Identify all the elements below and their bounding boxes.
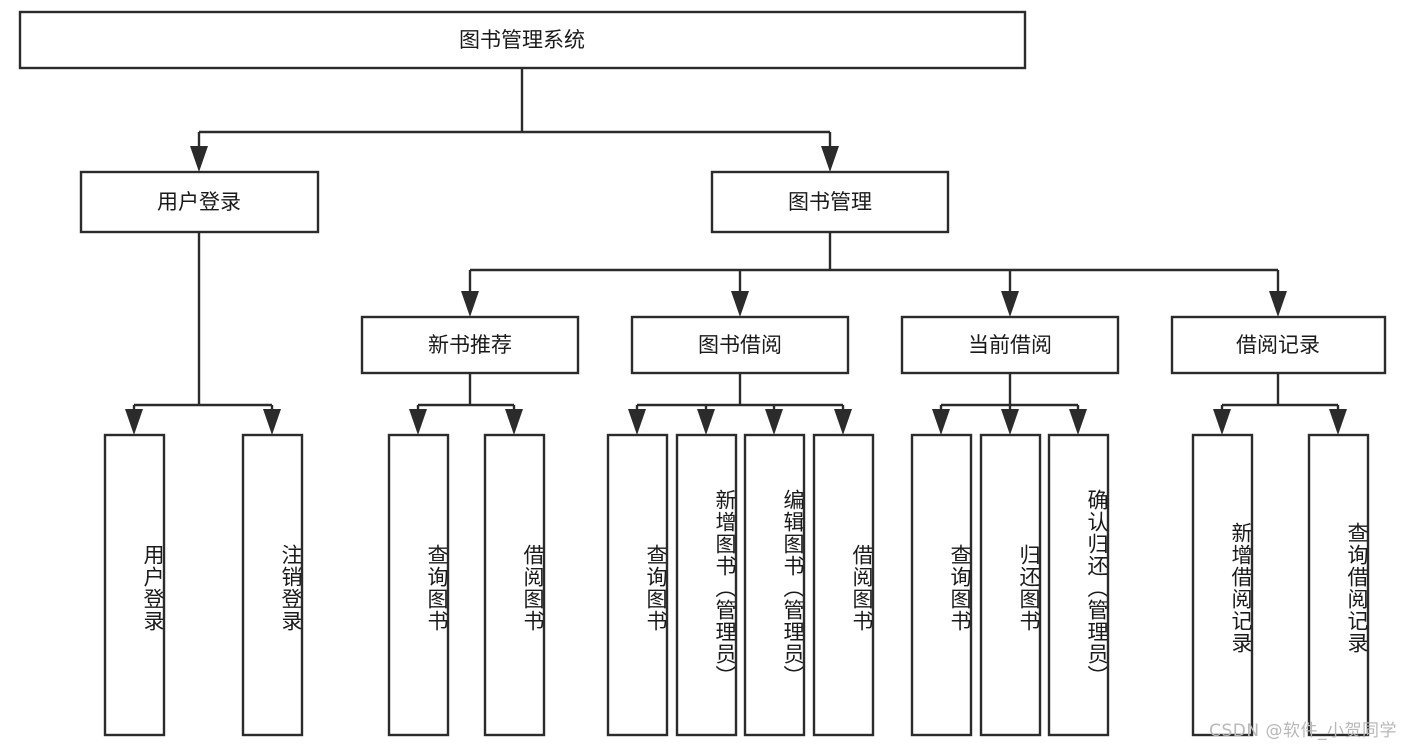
node-box-shape bbox=[1047, 433, 1110, 737]
arrow-head-icon bbox=[1001, 291, 1019, 317]
arrow-head-icon bbox=[821, 146, 839, 172]
node-box-shape bbox=[710, 170, 950, 234]
node-leaf-query-book-3[interactable]: 查询图书 bbox=[910, 433, 973, 737]
node-leaf-confirm-return[interactable]: 确认归还（管理员） bbox=[1047, 433, 1110, 737]
node-label: 归还图书 bbox=[1017, 544, 1039, 632]
node-label: 借阅记录 bbox=[1236, 333, 1320, 357]
arrow-head-icon bbox=[628, 409, 646, 435]
arrow-head-icon bbox=[461, 291, 479, 317]
node-label-container: 借阅图书 bbox=[850, 544, 872, 632]
node-leaf-user-login[interactable]: 用户登录 bbox=[103, 433, 166, 737]
node-label-container: 新增图书（管理员） bbox=[713, 489, 735, 687]
node-label: 确认归还（管理员） bbox=[1085, 489, 1107, 687]
node-label-container: 查询图书 bbox=[948, 544, 970, 632]
node-box-shape bbox=[360, 315, 580, 375]
connector-root-to-level2 bbox=[190, 68, 839, 172]
node-label: 借阅图书 bbox=[850, 544, 872, 632]
node-box-shape bbox=[1170, 315, 1387, 375]
node-label: 借阅图书 bbox=[521, 544, 543, 632]
node-leaf-borrow-book-1[interactable]: 借阅图书 bbox=[483, 433, 546, 737]
node-label: 注销登录 bbox=[279, 544, 301, 632]
node-label: 用户登录 bbox=[157, 190, 241, 214]
node-label-container: 归还图书 bbox=[1017, 544, 1039, 632]
node-box-shape bbox=[979, 433, 1042, 737]
arrow-head-icon bbox=[834, 409, 852, 435]
node-root-system[interactable]: 图书管理系统 bbox=[18, 10, 1027, 70]
node-borrow-record[interactable]: 借阅记录 bbox=[1170, 315, 1387, 375]
arrow-head-icon bbox=[1329, 409, 1347, 435]
arrow-head-icon bbox=[263, 409, 281, 435]
node-box-shape bbox=[241, 433, 304, 737]
connector-bookborrow-to-leaves bbox=[628, 373, 852, 435]
node-label: 当前借阅 bbox=[968, 333, 1052, 357]
node-user-login[interactable]: 用户登录 bbox=[79, 170, 320, 234]
node-label: 查询图书 bbox=[948, 544, 970, 632]
node-label-container: 用户登录 bbox=[141, 544, 163, 632]
node-label-container: 新增借阅记录 bbox=[1229, 522, 1251, 654]
node-leaf-query-record[interactable]: 查询借阅记录 bbox=[1307, 433, 1370, 737]
node-leaf-add-book[interactable]: 新增图书（管理员） bbox=[675, 433, 738, 737]
node-label: 新增图书（管理员） bbox=[713, 489, 735, 687]
node-current-borrow[interactable]: 当前借阅 bbox=[900, 315, 1120, 375]
node-new-book-recommend[interactable]: 新书推荐 bbox=[360, 315, 580, 375]
node-label: 新增借阅记录 bbox=[1229, 522, 1251, 654]
arrow-head-icon bbox=[1069, 409, 1087, 435]
arrow-head-icon bbox=[125, 409, 143, 435]
arrow-head-icon bbox=[731, 291, 749, 317]
node-label: 查询图书 bbox=[644, 544, 666, 632]
node-book-borrow[interactable]: 图书借阅 bbox=[630, 315, 850, 375]
node-box-shape bbox=[900, 315, 1120, 375]
node-box-shape bbox=[812, 433, 875, 737]
node-box-shape bbox=[18, 10, 1027, 70]
node-leaf-borrow-book-2[interactable]: 借阅图书 bbox=[812, 433, 875, 737]
arrow-head-icon bbox=[697, 409, 715, 435]
node-box-shape bbox=[1307, 433, 1370, 737]
node-box-shape bbox=[606, 433, 669, 737]
node-label-container: 编辑图书（管理员） bbox=[781, 489, 803, 687]
connector-borrowrecord-to-leaves bbox=[1213, 373, 1347, 435]
node-label: 图书借阅 bbox=[698, 333, 782, 357]
node-box-shape bbox=[910, 433, 973, 737]
node-label-container: 查询图书 bbox=[644, 544, 666, 632]
node-leaf-add-record[interactable]: 新增借阅记录 bbox=[1191, 433, 1254, 737]
node-label: 图书管理 bbox=[788, 190, 872, 214]
arrow-head-icon bbox=[190, 146, 208, 172]
node-box-shape bbox=[387, 433, 450, 737]
node-box-shape bbox=[483, 433, 546, 737]
arrow-head-icon bbox=[409, 409, 427, 435]
arrow-head-icon bbox=[505, 409, 523, 435]
node-label-container: 借阅图书 bbox=[521, 544, 543, 632]
node-label-container: 确认归还（管理员） bbox=[1085, 489, 1107, 687]
node-label: 编辑图书（管理员） bbox=[781, 489, 803, 687]
node-label-container: 查询借阅记录 bbox=[1345, 522, 1367, 654]
node-label: 查询图书 bbox=[425, 544, 447, 632]
node-box-shape bbox=[675, 433, 738, 737]
node-label-container: 查询图书 bbox=[425, 544, 447, 632]
node-book-management[interactable]: 图书管理 bbox=[710, 170, 950, 234]
connector-newbook-to-leaves bbox=[409, 373, 523, 435]
arrow-head-icon bbox=[1269, 291, 1287, 317]
node-box-shape bbox=[630, 315, 850, 375]
node-label: 用户登录 bbox=[141, 544, 163, 632]
node-box-shape bbox=[743, 433, 806, 737]
node-label: 查询借阅记录 bbox=[1345, 522, 1367, 654]
arrow-head-icon bbox=[1213, 409, 1231, 435]
arrow-head-icon bbox=[1001, 409, 1019, 435]
arrow-head-icon bbox=[932, 409, 950, 435]
connector-userlogin-to-leaves bbox=[125, 232, 281, 435]
node-leaf-logout[interactable]: 注销登录 bbox=[241, 433, 304, 737]
node-leaf-edit-book[interactable]: 编辑图书（管理员） bbox=[743, 433, 806, 737]
node-box-shape bbox=[1191, 433, 1254, 737]
connector-bookmgmt-to-level3 bbox=[461, 232, 1287, 317]
node-leaf-return-book[interactable]: 归还图书 bbox=[979, 433, 1042, 737]
node-leaf-query-book-1[interactable]: 查询图书 bbox=[387, 433, 450, 737]
node-box-shape bbox=[103, 433, 166, 737]
node-box-shape bbox=[79, 170, 320, 234]
node-leaf-query-book-2[interactable]: 查询图书 bbox=[606, 433, 669, 737]
arrow-head-icon bbox=[765, 409, 783, 435]
node-label-container: 注销登录 bbox=[279, 544, 301, 632]
node-label: 图书管理系统 bbox=[459, 28, 585, 52]
connector-currentborrow-to-leaves bbox=[932, 373, 1087, 435]
node-label: 新书推荐 bbox=[428, 333, 512, 357]
